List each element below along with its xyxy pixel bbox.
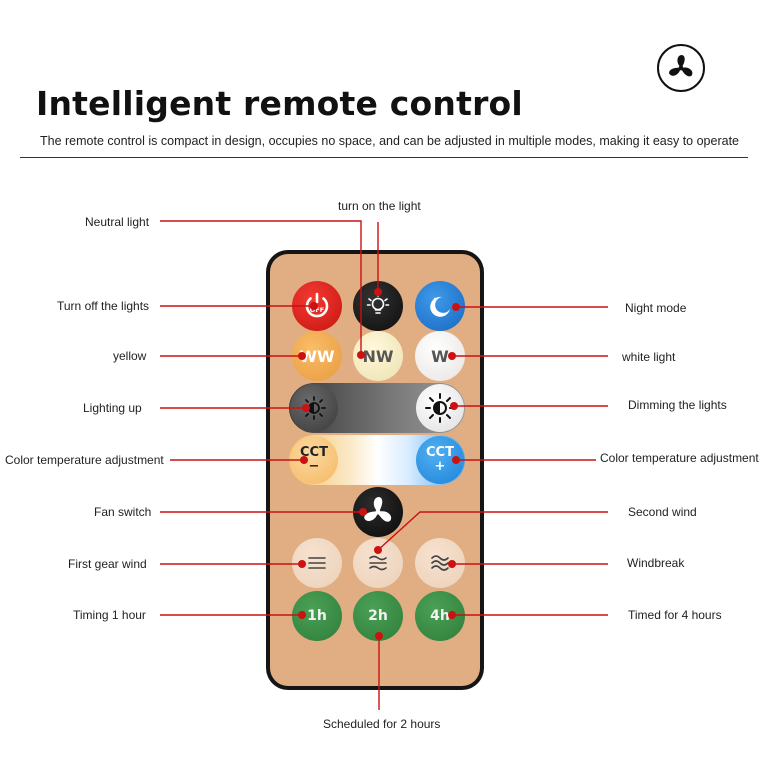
- timer-4h-button[interactable]: 4h: [415, 591, 465, 641]
- marker-turn-on: [374, 288, 382, 296]
- label-white-light: white light: [622, 350, 676, 364]
- marker-timed-4h: [448, 611, 456, 619]
- marker-white-light: [448, 352, 456, 360]
- page-title: Intelligent remote control: [36, 84, 523, 123]
- label-lighting-up: Lighting up: [83, 401, 142, 415]
- marker-timing-1h: [298, 611, 306, 619]
- nw-text: NW: [362, 346, 394, 366]
- label-turn-on: turn on the light: [338, 199, 421, 213]
- fan-icon: [364, 497, 392, 522]
- moon-icon: [430, 296, 450, 317]
- marker-turn-off: [310, 302, 318, 310]
- cct-plus-sign: +: [434, 459, 446, 474]
- w-text: W: [431, 346, 449, 366]
- light-bulb-icon: [366, 293, 390, 314]
- label-timing-1h: Timing 1 hour: [73, 608, 146, 622]
- marker-dimming: [450, 402, 458, 410]
- label-first-gear: First gear wind: [68, 557, 147, 571]
- ww-text: WW: [299, 346, 335, 366]
- label-second-wind: Second wind: [628, 505, 697, 519]
- marker-lighting-up: [302, 404, 310, 412]
- label-cct-left: Color temperature adjustment: [5, 453, 164, 467]
- marker-night-mode: [452, 303, 460, 311]
- callout-second-wind: [377, 511, 608, 551]
- label-turn-off: Turn off the lights: [57, 299, 150, 313]
- wind-mid-icon: [369, 555, 387, 571]
- label-scheduled-2h: Scheduled for 2 hours: [323, 717, 441, 731]
- label-neutral-light: Neutral light: [85, 215, 150, 229]
- cct-minus-text: CCT: [300, 445, 328, 460]
- wind-low-icon: [308, 557, 326, 569]
- marker-cct-right: [452, 456, 460, 464]
- cct-minus-sign: −: [308, 459, 320, 474]
- label-windbreak: Windbreak: [627, 556, 685, 570]
- marker-fan-switch: [359, 508, 367, 516]
- label-night-mode: Night mode: [625, 301, 687, 315]
- timer-1h-text: 1h: [307, 608, 327, 624]
- marker-first-gear: [298, 560, 306, 568]
- timer-4h-text: 4h: [430, 608, 450, 624]
- wind-high-icon: [431, 555, 449, 571]
- windbreak-button[interactable]: [415, 538, 465, 588]
- callout-neutral-light: [160, 220, 362, 355]
- fan-icon: [669, 55, 693, 77]
- marker-yellow: [298, 352, 306, 360]
- marker-windbreak: [448, 560, 456, 568]
- cct-plus-button[interactable]: CCT +: [416, 436, 464, 484]
- header-divider: [20, 157, 748, 158]
- sun-dim-icon: [302, 396, 326, 420]
- page-subtitle: The remote control is compact in design,…: [40, 134, 739, 148]
- marker-scheduled-2h: [375, 632, 383, 640]
- label-fan-switch: Fan switch: [94, 505, 152, 519]
- marker-second-wind: [374, 546, 382, 554]
- label-yellow: yellow: [113, 349, 147, 363]
- timer-2h-text: 2h: [368, 608, 388, 624]
- label-cct-right: Color temperature adjustment: [600, 451, 759, 465]
- lighting-up-button[interactable]: [290, 384, 338, 432]
- marker-cct-left: [300, 456, 308, 464]
- off-text: OFF: [310, 306, 324, 314]
- power-icon: OFF: [305, 292, 329, 318]
- marker-neutral-light: [357, 351, 365, 359]
- cct-minus-button[interactable]: CCT −: [290, 436, 338, 484]
- label-timed-4h: Timed for 4 hours: [628, 608, 722, 622]
- timer-1h-button[interactable]: 1h: [292, 591, 342, 641]
- fan-logo: [657, 44, 705, 92]
- cct-plus-text: CCT: [426, 445, 454, 460]
- label-dimming: Dimming the lights: [628, 398, 727, 412]
